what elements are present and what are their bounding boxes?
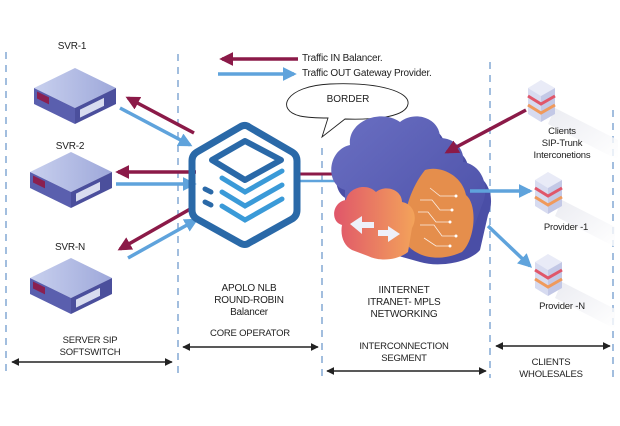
server-svr-n xyxy=(30,258,112,314)
segment-label-core-operator: CORE OPERATOR xyxy=(210,328,290,340)
server-label-svr-1: SVR-1 xyxy=(57,41,87,52)
server-svr-2 xyxy=(30,152,112,208)
balancer-label-line: ROUND-ROBIN xyxy=(214,295,284,306)
traffic-in-arrow-svr-n xyxy=(117,206,193,251)
client-stack-provider-n xyxy=(534,254,615,329)
client-stack-provider-1 xyxy=(534,172,615,247)
balancer-cube-icon xyxy=(188,122,301,248)
segment-label-clients: CLIENTS WHOLESALES xyxy=(519,357,583,381)
segment-label-server-sip: SERVER SIP SOFTSWITCH xyxy=(60,335,121,359)
client-label-line: Interconetions xyxy=(533,150,591,161)
traffic-out-arrow-svr-1 xyxy=(119,106,193,147)
segment-label-line: CORE OPERATOR xyxy=(210,328,290,339)
server-label-svr-n: SVR-N xyxy=(54,242,86,253)
network-label-line: NETWORKING xyxy=(370,309,438,320)
server-label-svr-2: SVR-2 xyxy=(55,141,85,152)
client-label-line: Provider -N xyxy=(539,301,585,312)
segment-span-arrows xyxy=(11,342,611,375)
network-label: IINTERNET ITRANET- MPLS NETWORKING xyxy=(368,285,441,321)
segment-label-line: SEGMENT xyxy=(381,353,427,364)
client-traffic-arrows xyxy=(444,108,533,268)
segment-label-line: INTERCONNECTION xyxy=(359,341,449,352)
balancer-label-line: Balancer xyxy=(230,307,268,318)
traffic-arrows-servers xyxy=(115,96,199,260)
traffic-out-arrow-provider-n xyxy=(486,224,533,268)
traffic-in-arrow-clients xyxy=(444,108,527,154)
traffic-out-arrow-svr-n xyxy=(127,218,199,260)
traffic-in-arrow-svr-1 xyxy=(125,96,195,135)
segment-label-line: CLIENTS xyxy=(531,357,571,368)
client-label-line: Provider -1 xyxy=(543,222,589,233)
internet-cloud-icon xyxy=(331,116,492,265)
network-label-line: ITRANET- MPLS xyxy=(367,297,441,308)
client-stack-sip-trunk xyxy=(527,80,618,160)
client-label-sip-trunk: Clients SIP-Trunk Interconetions xyxy=(534,126,591,162)
network-label-line: IINTERNET xyxy=(378,285,430,296)
client-label-line: SIP-Trunk xyxy=(541,138,583,149)
server-svr-1 xyxy=(34,68,116,124)
border-callout-bubble xyxy=(286,83,409,139)
segment-label-line: SOFTSWITCH xyxy=(59,347,121,358)
legend-traffic-out-label: Traffic OUT Gateway Provider. xyxy=(302,68,432,79)
segment-label-line: WHOLESALES xyxy=(519,369,583,380)
client-label-provider-n: Provider -N xyxy=(539,301,585,313)
segment-label-interconnection: INTERCONNECTION SEGMENT xyxy=(359,341,449,365)
balancer-label: APOLO NLB ROUND-ROBIN Balancer xyxy=(214,283,284,319)
segment-label-line: SERVER SIP xyxy=(62,335,118,346)
legend-traffic-in-label: Traffic IN Balancer. xyxy=(302,53,383,64)
balancer-label-line: APOLO NLB xyxy=(221,283,277,294)
client-label-provider-1: Provider -1 xyxy=(544,222,588,234)
client-label-line: Clients xyxy=(548,126,576,137)
border-callout-label: BORDER xyxy=(326,94,370,105)
